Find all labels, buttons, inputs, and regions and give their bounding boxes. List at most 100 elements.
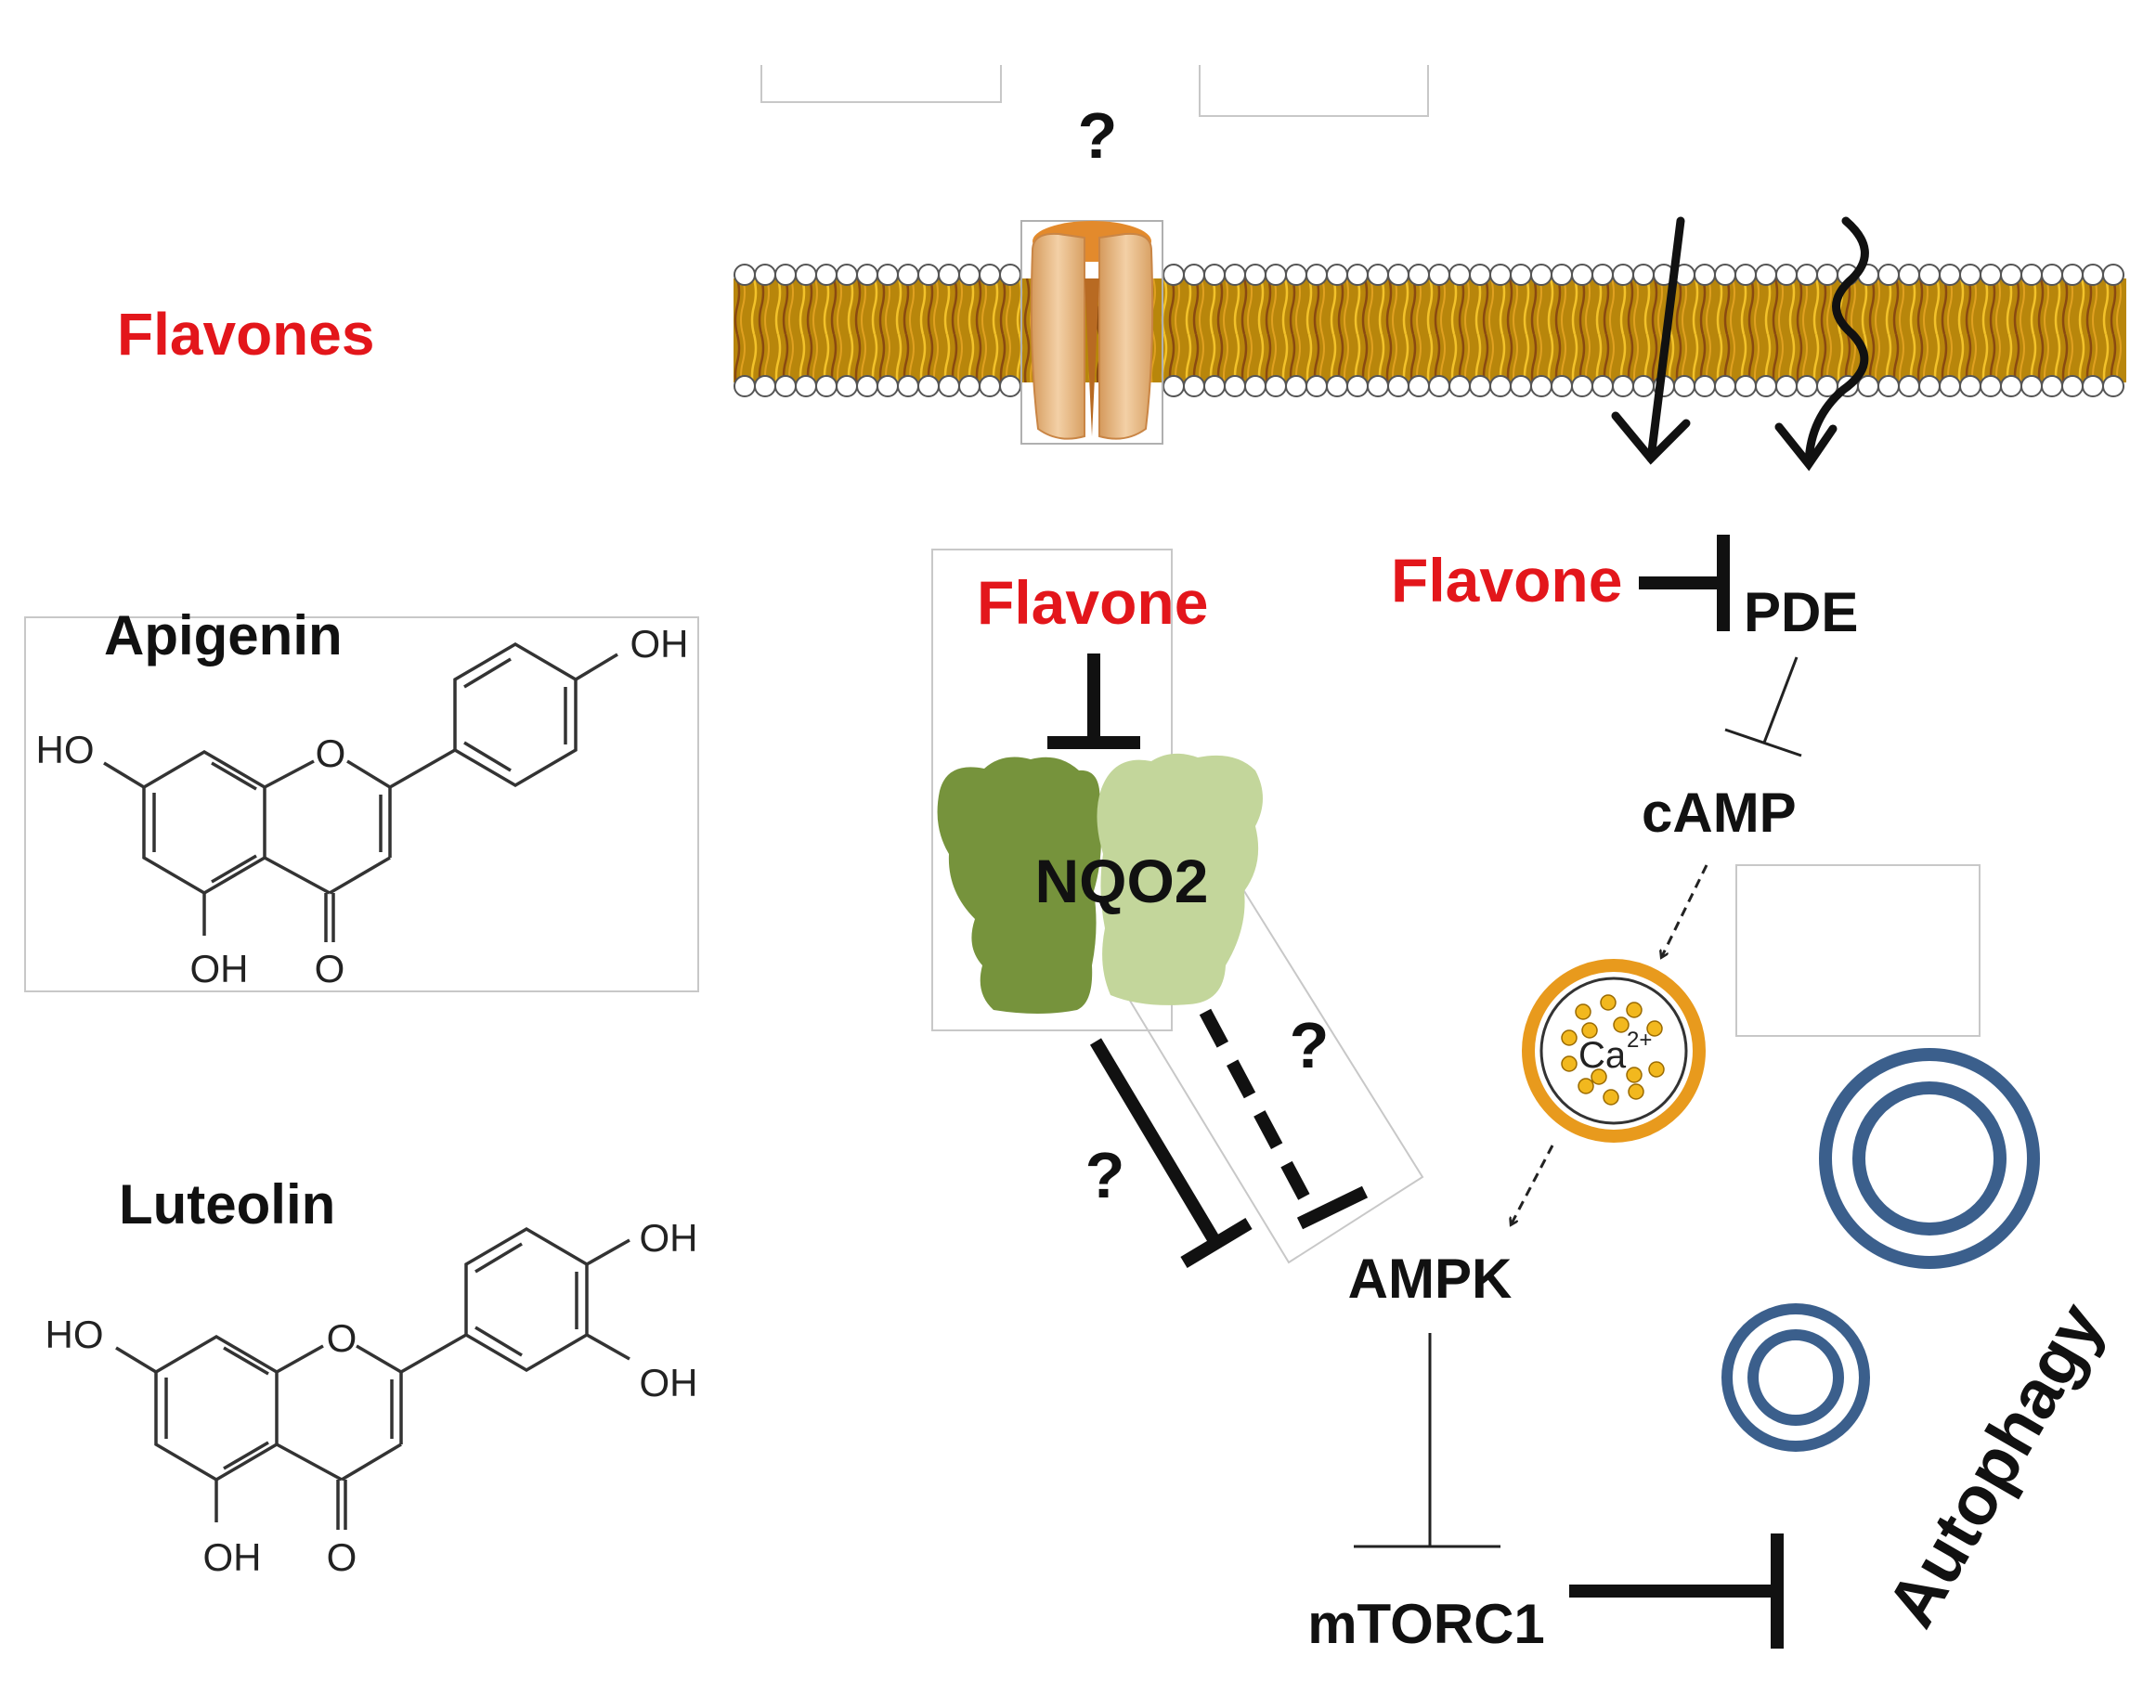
lipid-head xyxy=(1571,375,1593,397)
flavone-label-right: Flavone xyxy=(1391,546,1622,615)
lipid-head xyxy=(979,264,1001,286)
atom-o-ring: O xyxy=(316,731,346,775)
flavone-pde-inhibition xyxy=(1639,535,1730,631)
lipid-head xyxy=(1326,375,1348,397)
entry-arrows xyxy=(1611,216,1869,472)
calcium-charge: 2+ xyxy=(1627,1028,1652,1053)
lipid-head xyxy=(1816,264,1838,286)
lipid-head xyxy=(815,375,838,397)
atom-oh-4p: OH xyxy=(640,1361,698,1404)
lipid-head xyxy=(1939,375,1961,397)
lipid-head xyxy=(1162,264,1185,286)
lipid-head xyxy=(1387,375,1409,397)
lipid-head xyxy=(836,264,858,286)
lipid-head xyxy=(1265,375,1287,397)
calcium-ion xyxy=(1603,1089,1619,1106)
lipid-head xyxy=(1632,264,1655,286)
atom-oh-4p: OH xyxy=(630,622,689,666)
nqo2-label: NQO2 xyxy=(1034,847,1208,915)
luteolin-label: Luteolin xyxy=(119,1173,335,1236)
lipid-head xyxy=(1244,375,1266,397)
lipid-head xyxy=(856,375,878,397)
lipid-head xyxy=(917,264,940,286)
calcium-ion xyxy=(1591,1068,1607,1085)
lipid-head xyxy=(1694,264,1716,286)
lipid-head xyxy=(795,264,817,286)
figure-title: Flavones xyxy=(117,301,374,368)
calcium-ion xyxy=(1646,1020,1663,1037)
lipid-head xyxy=(1898,264,1920,286)
lipid-head xyxy=(2061,264,2084,286)
lipid-head xyxy=(856,264,878,286)
lipid-head xyxy=(2000,264,2022,286)
camp-label: cAMP xyxy=(1642,782,1797,844)
lipid-head xyxy=(1510,375,1532,397)
lipid-head xyxy=(877,264,899,286)
lipid-head xyxy=(1408,264,1430,286)
lipid-head xyxy=(1591,375,1614,397)
atom-oh-7: HO xyxy=(45,1313,104,1356)
lipid-head xyxy=(815,264,838,286)
lipid-head xyxy=(1183,375,1205,397)
nqo2-protein xyxy=(937,753,1263,1014)
calcium-ion xyxy=(1626,1002,1643,1018)
lipid-head xyxy=(1591,264,1614,286)
lipid-head xyxy=(1734,264,1757,286)
autophagosome-small xyxy=(1721,1303,1870,1452)
autophagosome-large xyxy=(1819,1048,2040,1269)
lipid-head xyxy=(979,375,1001,397)
calcium-ion xyxy=(1578,1078,1594,1094)
lipid-head xyxy=(2041,264,2063,286)
flavone-label-left: Flavone xyxy=(977,568,1208,637)
lipid-head xyxy=(1775,375,1798,397)
lipid-head xyxy=(754,375,776,397)
lipid-head xyxy=(2020,264,2043,286)
lipid-head xyxy=(1224,264,1246,286)
lipid-head xyxy=(1694,375,1716,397)
question-mark-dashed: ? xyxy=(1290,1009,1330,1081)
autophagy-label: Autophagy xyxy=(1872,1290,2118,1639)
lipid-head xyxy=(1408,375,1430,397)
lipid-head xyxy=(1898,375,1920,397)
calcium-to-ampk-arrow xyxy=(1512,1145,1554,1223)
lipid-head xyxy=(1918,375,1941,397)
lipid-head xyxy=(836,375,858,397)
lipid-head xyxy=(1673,375,1695,397)
lipid-head xyxy=(1203,264,1226,286)
calcium-ions xyxy=(1561,994,1665,1106)
nqo2-ampk-solid-inhibition xyxy=(1089,1038,1253,1269)
lipid-head xyxy=(1571,264,1593,286)
channel-question-mark: ? xyxy=(1078,99,1118,172)
cell-membrane xyxy=(734,264,2126,397)
flavone-nqo2-inhibition xyxy=(1047,653,1140,749)
calcium-ion xyxy=(1626,1067,1643,1083)
lipid-head xyxy=(1346,375,1369,397)
lipid-head xyxy=(734,375,756,397)
atom-oh-5: OH xyxy=(203,1535,262,1579)
lipid-head xyxy=(1367,375,1389,397)
mtorc1-label: mTORC1 xyxy=(1307,1593,1545,1655)
lipid-head xyxy=(1162,375,1185,397)
lipid-head xyxy=(1551,375,1573,397)
lipid-head xyxy=(2020,375,2043,397)
lipid-head xyxy=(2102,264,2124,286)
lipid-head xyxy=(1755,264,1777,286)
lipid-head xyxy=(1285,375,1307,397)
lipid-head xyxy=(1387,264,1409,286)
lipid-head xyxy=(1326,264,1348,286)
lipid-head xyxy=(774,375,797,397)
lipid-head xyxy=(897,375,919,397)
placeholder-boxes xyxy=(760,65,1981,1037)
lipid-head xyxy=(1551,264,1573,286)
lipid-head xyxy=(1959,375,1981,397)
lipid-head xyxy=(1796,264,1818,286)
lipid-head xyxy=(1980,375,2002,397)
lipid-head xyxy=(1469,375,1491,397)
lipid-head xyxy=(1265,264,1287,286)
lipid-head xyxy=(1305,375,1328,397)
lipid-head xyxy=(1305,264,1328,286)
calcium-ion xyxy=(1561,1055,1578,1072)
lipid-head xyxy=(1530,264,1552,286)
lipid-head xyxy=(2102,375,2124,397)
lipid-head xyxy=(1183,264,1205,286)
